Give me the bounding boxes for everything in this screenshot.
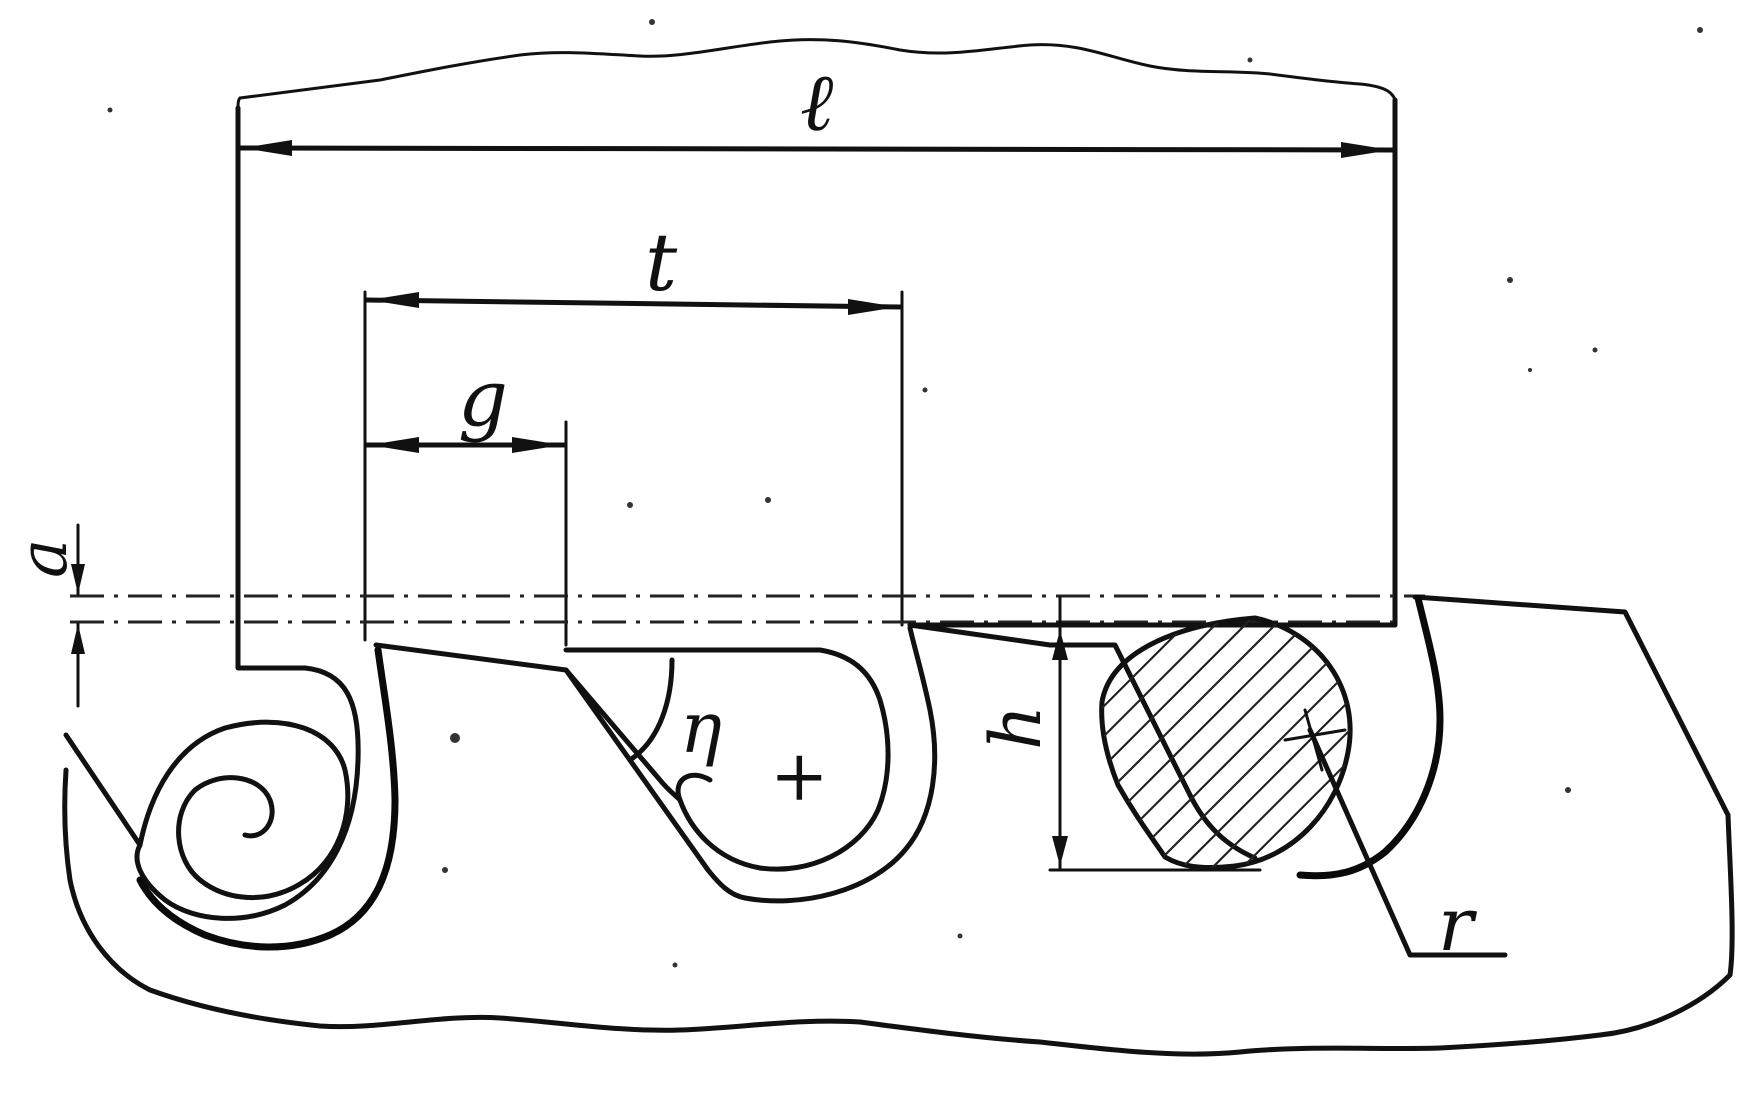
speck (1565, 787, 1571, 793)
block-left-edge (235, 105, 308, 671)
speck (627, 502, 633, 508)
right-outline (62, 594, 1735, 1057)
top-break-line (238, 38, 1397, 102)
a-arrow-up (71, 624, 85, 654)
t-arrow-right (848, 299, 898, 315)
g-arrow-right (512, 437, 562, 453)
speck (922, 387, 928, 393)
radius-leader (1307, 727, 1508, 958)
label-center-1: + (770, 735, 829, 817)
speck (649, 19, 655, 25)
speck (1528, 368, 1532, 372)
l-dimension-line (237, 145, 1396, 153)
label-t: t (645, 216, 678, 309)
speck (1247, 57, 1253, 63)
left-tooth-face (136, 646, 399, 951)
label-a: a (5, 539, 82, 578)
right-tooth-rake (907, 622, 1258, 861)
speck (765, 497, 771, 503)
label-g: g (458, 354, 508, 444)
speck (1507, 277, 1513, 283)
l-arrow-left (242, 140, 292, 156)
speck (107, 107, 113, 113)
t-arrow-left (369, 292, 419, 308)
a-arrow-down (71, 564, 85, 594)
l-arrow-right (1341, 142, 1391, 158)
h-arrow-bottom (1052, 836, 1068, 866)
speck (957, 933, 963, 939)
middle-tooth-flank (563, 625, 938, 904)
left-hook-outline (63, 719, 351, 901)
t-dimension-line (364, 297, 903, 310)
middle-tooth-cusp (675, 772, 713, 803)
speck (1697, 27, 1703, 33)
label-r: r (1438, 882, 1478, 968)
speck (450, 733, 460, 743)
label-l: ℓ (800, 56, 833, 149)
label-h: h (975, 705, 1057, 750)
speck (1592, 347, 1598, 353)
speck (442, 867, 448, 873)
angle-arc (627, 657, 675, 763)
label-eta: η (680, 687, 722, 769)
h-arrow-top (1052, 630, 1068, 660)
right-tooth-back (1296, 594, 1444, 880)
speck (672, 962, 678, 968)
g-arrow-left (369, 437, 419, 453)
left-hook-inner (134, 665, 361, 921)
